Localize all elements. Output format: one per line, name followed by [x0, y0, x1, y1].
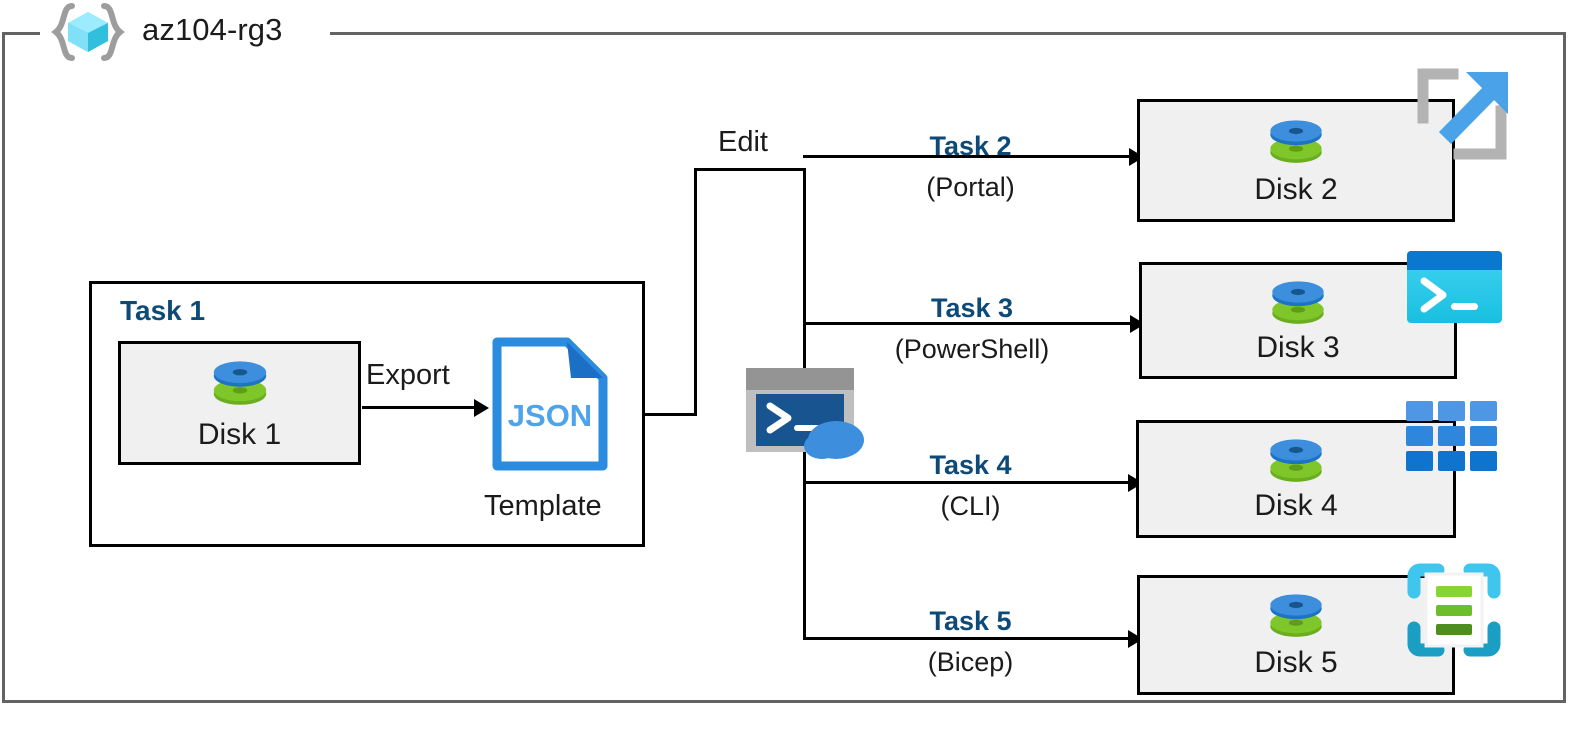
azure-portal-icon[interactable] — [1409, 62, 1514, 167]
task5-title: Task 5 — [929, 606, 1012, 636]
json-file-icon[interactable]: JSON — [489, 334, 611, 474]
managed-disk-icon — [1265, 434, 1327, 489]
task4-arrow-line — [803, 481, 1138, 484]
edit-line-riser — [694, 168, 697, 416]
disk5-card[interactable]: Disk 5 — [1137, 575, 1455, 695]
export-arrow-head — [474, 399, 489, 417]
disk4-card[interactable]: Disk 4 — [1136, 420, 1456, 538]
task5-subtitle: (Bicep) — [927, 647, 1014, 677]
export-label: Export — [366, 359, 450, 391]
task4-subtitle: (CLI) — [940, 491, 1001, 521]
task5-arrow-line — [803, 637, 1138, 640]
resource-group-frame — [2, 32, 1566, 703]
disk2-label: Disk 2 — [1254, 173, 1338, 206]
edit-label: Edit — [718, 126, 768, 158]
managed-disk-icon — [1267, 276, 1329, 331]
edit-line-seg2 — [694, 168, 806, 171]
json-file-text: JSON — [508, 398, 592, 433]
powershell-icon[interactable] — [1407, 251, 1502, 323]
task1-label: Task 1 — [120, 295, 206, 326]
resource-group-cube-icon — [50, 2, 126, 62]
task3-subtitle: (PowerShell) — [894, 334, 1050, 364]
task2-arrow-line — [803, 155, 1138, 158]
export-arrow-line — [362, 406, 480, 409]
disk1-card[interactable]: Disk 1 — [118, 341, 361, 465]
task2-title: Task 2 — [929, 131, 1012, 161]
task3-title: Task 3 — [930, 293, 1014, 323]
template-caption: Template — [484, 490, 602, 522]
managed-disk-icon — [208, 356, 272, 412]
disk2-card[interactable]: Disk 2 — [1137, 99, 1455, 222]
task2-subtitle: (Portal) — [926, 172, 1015, 202]
cloud-shell-icon[interactable] — [744, 366, 866, 459]
task3-arrow-line — [803, 322, 1141, 325]
bicep-icon[interactable] — [1404, 560, 1504, 660]
disk5-label: Disk 5 — [1254, 646, 1338, 679]
azure-cli-icon[interactable] — [1406, 401, 1498, 471]
resource-group-name: az104-rg3 — [142, 12, 283, 47]
edit-line-seg1 — [645, 413, 697, 416]
task4-title: Task 4 — [929, 450, 1012, 480]
disk4-label: Disk 4 — [1254, 489, 1338, 522]
managed-disk-icon — [1265, 589, 1327, 644]
disk1-label: Disk 1 — [197, 418, 282, 451]
disk3-label: Disk 3 — [1256, 331, 1340, 364]
managed-disk-icon — [1265, 115, 1327, 170]
